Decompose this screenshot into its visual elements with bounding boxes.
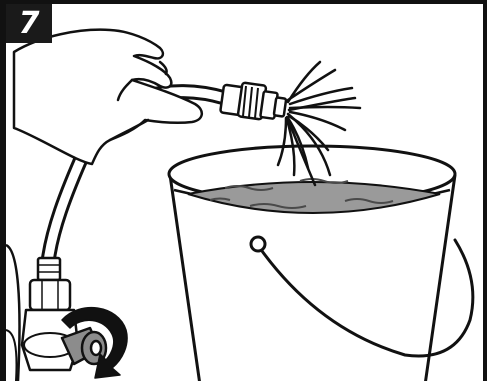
drain-valve-icon — [6, 245, 78, 381]
hand-icon — [14, 30, 202, 164]
step-number-badge: 7 — [6, 4, 52, 43]
